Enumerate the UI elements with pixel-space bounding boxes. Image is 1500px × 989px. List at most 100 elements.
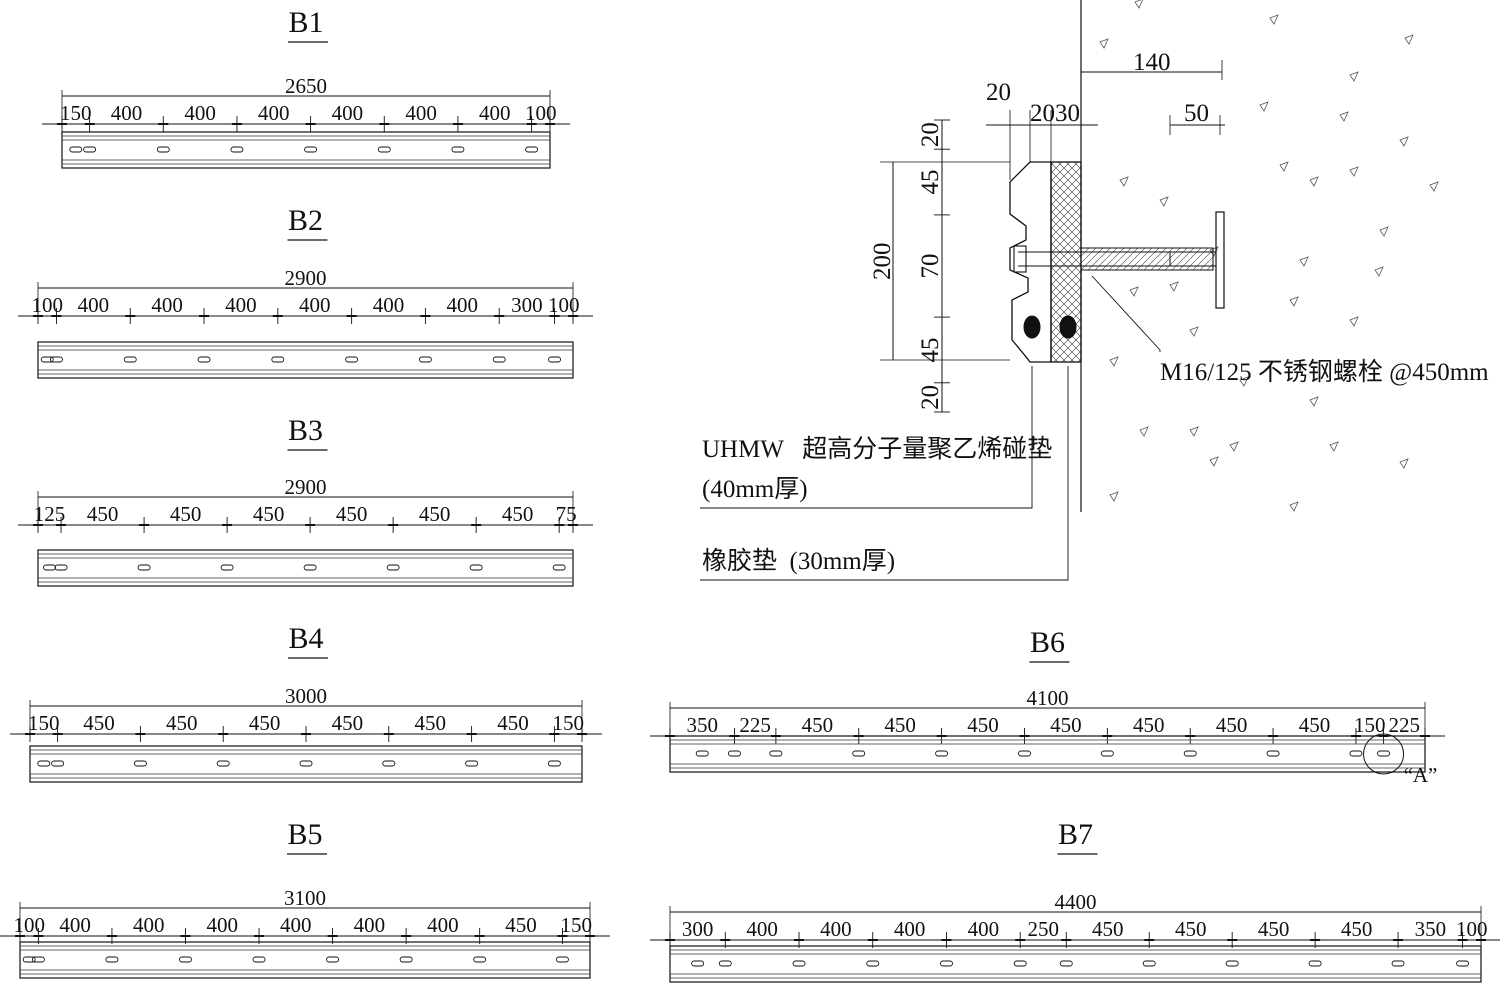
bolt-slot — [1100, 750, 1114, 757]
bolt-slot — [179, 956, 192, 963]
bolt-slot — [197, 356, 211, 363]
bolt-slot — [940, 960, 953, 967]
segment-dim-text: 450 — [497, 711, 529, 735]
segment-dim-text: 150 — [552, 711, 584, 735]
beam-body — [37, 549, 574, 587]
segment-dim-text: 450 — [502, 502, 534, 526]
segment-dim-text: 350 — [686, 713, 718, 737]
bolt-slot — [465, 760, 479, 767]
segment-dim-text: 400 — [78, 293, 110, 317]
bolt-slot — [83, 146, 97, 153]
vertical-dim-value: 20 — [917, 385, 944, 410]
overall-dim-text: 4100 — [1027, 686, 1069, 710]
aggregate-mark — [1399, 458, 1409, 469]
segment-dim-text: 450 — [419, 502, 451, 526]
aggregate-mark — [1169, 281, 1179, 292]
bolt-slot — [377, 146, 391, 153]
section-annotations: M16/125 不锈钢螺栓 @450mm UHMW 超高分子量聚乙烯碰垫 (40… — [702, 358, 1489, 575]
bolt-slot — [54, 564, 68, 571]
aggregate-mark — [1239, 376, 1249, 387]
segment-dim-text: 450 — [1341, 917, 1373, 941]
beam-title: B4 — [288, 622, 323, 655]
segment-dim-text: 450 — [967, 713, 999, 737]
beam-body — [669, 735, 1426, 773]
overall-dim-text: 2900 — [285, 475, 327, 499]
aggregate-mark — [1299, 256, 1309, 267]
segment-dim-text: 250 — [1027, 917, 1059, 941]
aggregate-mark — [1289, 296, 1299, 307]
uhmw-label-line2: (40mm厚) — [702, 476, 808, 503]
bolt-slot — [728, 750, 741, 757]
segment-dim-text: 450 — [170, 502, 202, 526]
segment-dim-text: 450 — [1092, 917, 1124, 941]
segment-dim-text: 450 — [505, 913, 537, 937]
bolt-slot — [1266, 750, 1280, 757]
bolt-slot — [51, 760, 65, 767]
bolt-slot — [271, 356, 285, 363]
bolt-slot — [469, 564, 483, 571]
bolt-slot — [299, 760, 313, 767]
aggregate-mark — [1229, 441, 1239, 452]
bolt-slot — [1308, 960, 1322, 967]
aggregate-mark — [1404, 34, 1414, 45]
vertical-dim-value: 45 — [917, 337, 944, 362]
segment-dim-text: 450 — [336, 502, 368, 526]
bolt-slot — [252, 956, 266, 963]
segment-dim-text: 450 — [332, 711, 364, 735]
rubber-label: 橡胶垫 (30mm厚) — [702, 547, 895, 575]
beam-body — [37, 341, 574, 379]
segment-dim-text: 100 — [31, 293, 63, 317]
overall-dim-text: 4400 — [1055, 890, 1097, 914]
bolt-slot — [399, 956, 413, 963]
bolt-slot — [31, 956, 45, 963]
bolt-slot — [552, 564, 566, 571]
overall-dim-text: 3100 — [284, 886, 326, 910]
bolt-slot — [548, 356, 562, 363]
segment-dim-text: 400 — [746, 917, 778, 941]
bolt-slot — [304, 146, 318, 153]
bolt-slot — [49, 356, 63, 363]
dim-top-mid: 2030 — [1030, 100, 1080, 127]
dim-bolt-right: 50 — [1184, 100, 1209, 127]
aggregate-mark — [1309, 176, 1319, 187]
segment-dim-text: 75 — [556, 502, 577, 526]
bolt-label: M16/125 不锈钢螺栓 @450mm — [1160, 358, 1489, 386]
segment-dim-text: 400 — [479, 101, 511, 125]
segment-dim-text: 400 — [447, 293, 479, 317]
anchor-rod — [1169, 251, 1217, 267]
segment-dim-text: 400 — [820, 917, 852, 941]
aggregate-mark — [1349, 316, 1359, 327]
bolt-hole-left — [1023, 315, 1041, 339]
aggregate-mark — [1099, 38, 1109, 49]
bolt-head — [1013, 245, 1027, 273]
dim-top-left: 20 — [986, 79, 1011, 106]
bolt-leader — [1091, 275, 1161, 352]
segment-dim-text: 450 — [1175, 917, 1207, 941]
aggregate-mark — [1119, 176, 1129, 187]
vertical-dim-value: 70 — [917, 254, 944, 279]
segment-dim-text: 450 — [802, 713, 834, 737]
bolt-slot — [1142, 960, 1156, 967]
bolt-slot — [547, 760, 561, 767]
segment-dim-text: 300 — [511, 293, 543, 317]
segment-dim-text: 150 — [60, 101, 92, 125]
aggregate-mark — [1259, 101, 1269, 112]
bolt-slot — [1225, 960, 1239, 967]
beam-title: B5 — [287, 818, 322, 851]
aggregate-mark — [1159, 196, 1169, 207]
cross-section-detail — [700, 0, 1439, 581]
bolt-slot — [382, 760, 396, 767]
beam-body — [669, 945, 1482, 983]
segment-dim-text: 150 — [1354, 713, 1386, 737]
segment-dim-text: 400 — [894, 917, 926, 941]
bolt-slot — [866, 960, 880, 967]
beam-title: B3 — [288, 414, 323, 447]
segment-dim-text: 400 — [405, 101, 437, 125]
detail-circle — [1363, 733, 1405, 775]
bolt-slot — [492, 356, 506, 363]
